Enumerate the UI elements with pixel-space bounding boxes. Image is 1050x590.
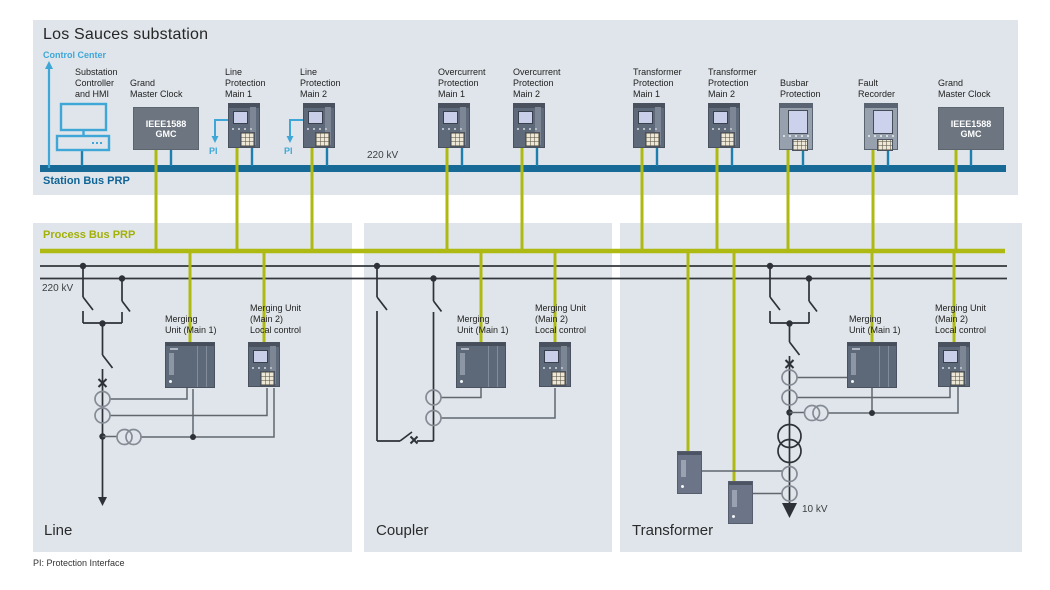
transformer-protection-main-2-ied-icon xyxy=(708,103,740,148)
process-bus-drops-bays xyxy=(188,253,956,482)
station-bus-drops xyxy=(80,148,973,166)
device-label-substation-controller: Substation Controller and HMI xyxy=(75,67,118,99)
vt-circle xyxy=(803,404,821,422)
line-protection-main-1-ied-icon xyxy=(228,103,260,148)
transformer-feeder-arrow xyxy=(782,503,797,518)
process-bus-drops-top xyxy=(154,148,958,251)
page-title: Los Sauces substation xyxy=(43,26,209,43)
transformer-mu2-ied-icon xyxy=(938,342,970,387)
transformer-mu1-label: Merging Unit (Main 1) xyxy=(849,314,901,335)
line-protection-main-2-ied-icon xyxy=(303,103,335,148)
process-bus-label: Process Bus PRP xyxy=(43,229,136,241)
coupler-mu1-label: Merging Unit (Main 1) xyxy=(457,314,509,335)
pi-label-1: PI xyxy=(209,146,218,156)
busbar-protection-ied-icon xyxy=(779,103,813,151)
gmc-box-right: IEEE1588 GMC xyxy=(938,107,1004,150)
bay-label-transformer: Transformer xyxy=(632,522,714,539)
pi-label-2: PI xyxy=(284,146,293,156)
ct-circle xyxy=(781,485,798,502)
line-bay-instrument-transformers xyxy=(94,390,142,446)
power-transformer-winding xyxy=(777,423,802,449)
busbar-voltage-label: 220 kV xyxy=(42,283,74,294)
vt-circle xyxy=(125,428,142,446)
transformer-lv-device-1-icon xyxy=(677,451,702,494)
transformer-mu2-label: Merging Unit (Main 2) Local control xyxy=(935,303,987,335)
ct-circle xyxy=(781,465,798,483)
coupler-mu2-label: Merging Unit (Main 2) Local control xyxy=(535,303,587,335)
transformer-bay-instrument-transformers xyxy=(781,369,829,502)
device-label-overcurrent-2: Overcurrent Protection Main 2 xyxy=(513,67,561,99)
device-label-gmc-right: Grand Master Clock xyxy=(938,78,991,99)
coupler-mu2-ied-icon xyxy=(539,342,571,387)
coupler-mu1-plc-icon xyxy=(456,342,506,388)
transformer-protection-main-1-ied-icon xyxy=(633,103,665,148)
line-mu2-label: Merging Unit (Main 2) Local control xyxy=(250,303,302,335)
line-mu1-plc-icon xyxy=(165,342,215,388)
line-bay-ct-wiring xyxy=(102,388,275,440)
pi-footnote: PI: Protection Interface xyxy=(33,558,125,568)
coupler-bay-instrument-transformers xyxy=(425,389,442,427)
device-label-overcurrent-1: Overcurrent Protection Main 1 xyxy=(438,67,486,99)
ct-circle xyxy=(781,369,798,386)
coupler-bay-sld xyxy=(373,262,443,445)
bay-label-line: Line xyxy=(44,522,73,539)
ct-circle xyxy=(425,409,442,427)
ct-circle xyxy=(781,389,798,406)
device-label-line-prot-1: Line Protection Main 1 xyxy=(225,67,266,99)
ct-circle xyxy=(94,390,111,408)
vt-circle xyxy=(116,428,133,446)
device-label-gmc-left: Grand Master Clock xyxy=(130,78,183,99)
ct-circle xyxy=(425,389,442,406)
transformer-mu1-plc-icon xyxy=(847,342,897,388)
power-transformer-winding xyxy=(777,438,802,464)
station-voltage-label: 220 kV xyxy=(367,150,399,161)
station-bus-label: Station Bus PRP xyxy=(43,175,130,187)
line-mu1-label: Merging Unit (Main 1) xyxy=(165,314,217,335)
bay-label-coupler: Coupler xyxy=(376,522,429,539)
gmc-box-left: IEEE1588 GMC xyxy=(133,107,199,150)
device-label-line-prot-2: Line Protection Main 2 xyxy=(300,67,341,99)
transformer-bay-sld xyxy=(766,262,818,518)
device-label-transformer-prot-2: Transformer Protection Main 2 xyxy=(708,67,757,99)
hmi-computer-icon xyxy=(55,102,111,152)
coupler-bay-ct-wiring xyxy=(441,388,556,419)
ct-circle xyxy=(94,407,111,424)
fault-recorder-ied-icon xyxy=(864,103,898,151)
device-label-transformer-prot-1: Transformer Protection Main 1 xyxy=(633,67,682,99)
transformer-bay-ct-wiring xyxy=(702,376,959,495)
device-label-fault-recorder: Fault Recorder xyxy=(858,78,896,99)
pi-arrow-lp1 xyxy=(211,119,228,143)
control-center-label: Control Center xyxy=(43,50,106,60)
overcurrent-protection-main-1-ied-icon xyxy=(438,103,470,148)
transformer-lv-device-2-icon xyxy=(728,481,753,524)
vt-circle xyxy=(812,404,829,422)
device-label-busbar-protection: Busbar Protection xyxy=(780,78,821,99)
control-center-arrow xyxy=(45,61,53,168)
pi-arrow-lp2 xyxy=(286,119,303,143)
line-mu2-ied-icon xyxy=(248,342,280,387)
overcurrent-protection-main-2-ied-icon xyxy=(513,103,545,148)
secondary-voltage-label: 10 kV xyxy=(802,504,828,515)
line-feeder-arrow xyxy=(98,497,107,506)
line-bay-sld xyxy=(79,262,131,506)
